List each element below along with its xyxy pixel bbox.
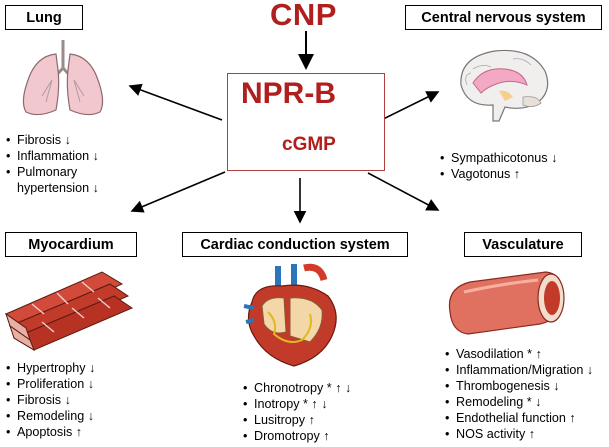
vasculature-label-box: Vasculature [464, 232, 582, 257]
vasculature-effect-item: Vasodilation * ↑ [445, 346, 593, 362]
cns-effect-item: Vagotonus ↑ [440, 166, 557, 182]
myocardium-effect-item: Apoptosis ↑ [6, 424, 95, 440]
receptor-label: NPR-B [241, 77, 336, 110]
cns-effect-item: Sympathicotonus ↓ [440, 150, 557, 166]
lung-label-box: Lung [5, 5, 83, 30]
cns-label-box: Central nervous system [405, 5, 602, 30]
conduction-effect-item: Inotropy * ↑ ↓ [243, 396, 351, 412]
myocardium-effect-item: Remodeling ↓ [6, 408, 95, 424]
arrow-to-lung [128, 83, 223, 121]
conduction-effect-item: Chronotropy * ↑ ↓ [243, 380, 351, 396]
lung-label: Lung [26, 9, 62, 26]
conduction-label: Cardiac conduction system [200, 236, 390, 253]
receptor-box: NPR-B cGMP [227, 73, 385, 171]
vasculature-effect-item: NOS activity ↑ [445, 426, 593, 442]
conduction-effect-item: Dromotropy ↑ [243, 428, 351, 444]
cns-effects: Sympathicotonus ↓ Vagotonus ↑ [440, 150, 557, 182]
myocardium-effect-item: Hypertrophy ↓ [6, 360, 95, 376]
myocardium-label: Myocardium [28, 236, 114, 253]
vasculature-effects: Vasodilation * ↑ Inflammation/Migration … [445, 346, 593, 442]
conduction-effects: Chronotropy * ↑ ↓ Inotropy * ↑ ↓ Lusitro… [243, 380, 351, 444]
cns-label: Central nervous system [421, 9, 586, 26]
cnp-title: CNP [270, 0, 337, 32]
brain-icon [460, 49, 549, 122]
lung-effects: Fibrosis ↓ Inflammation ↓ Pulmonaryhyper… [6, 132, 99, 196]
lung-effect-item: Inflammation ↓ [6, 148, 99, 164]
arrow-to-myocardium [130, 171, 226, 213]
arrow-to-vasculature [367, 172, 440, 211]
lung-effect-item: Fibrosis ↓ [6, 132, 99, 148]
conduction-effect-item: Lusitropy ↑ [243, 412, 351, 428]
vasculature-label: Vasculature [482, 236, 564, 253]
heart-muscle-icon [4, 271, 134, 352]
messenger-label: cGMP [282, 134, 336, 155]
heart-icon [243, 263, 337, 367]
vasculature-effect-item: Remodeling * ↓ [445, 394, 593, 410]
myocardium-label-box: Myocardium [5, 232, 137, 257]
myocardium-effects: Hypertrophy ↓ Proliferation ↓ Fibrosis ↓… [6, 360, 95, 440]
vasculature-effect-item: Inflammation/Migration ↓ [445, 362, 593, 378]
conduction-label-box: Cardiac conduction system [182, 232, 408, 257]
vasculature-effect-item: Endothelial function ↑ [445, 410, 593, 426]
blood-vessel-icon [448, 271, 565, 335]
myocardium-effect-item: Proliferation ↓ [6, 376, 95, 392]
vasculature-effect-item: Thrombogenesis ↓ [445, 378, 593, 394]
lung-icon [22, 40, 104, 116]
myocardium-effect-item: Fibrosis ↓ [6, 392, 95, 408]
